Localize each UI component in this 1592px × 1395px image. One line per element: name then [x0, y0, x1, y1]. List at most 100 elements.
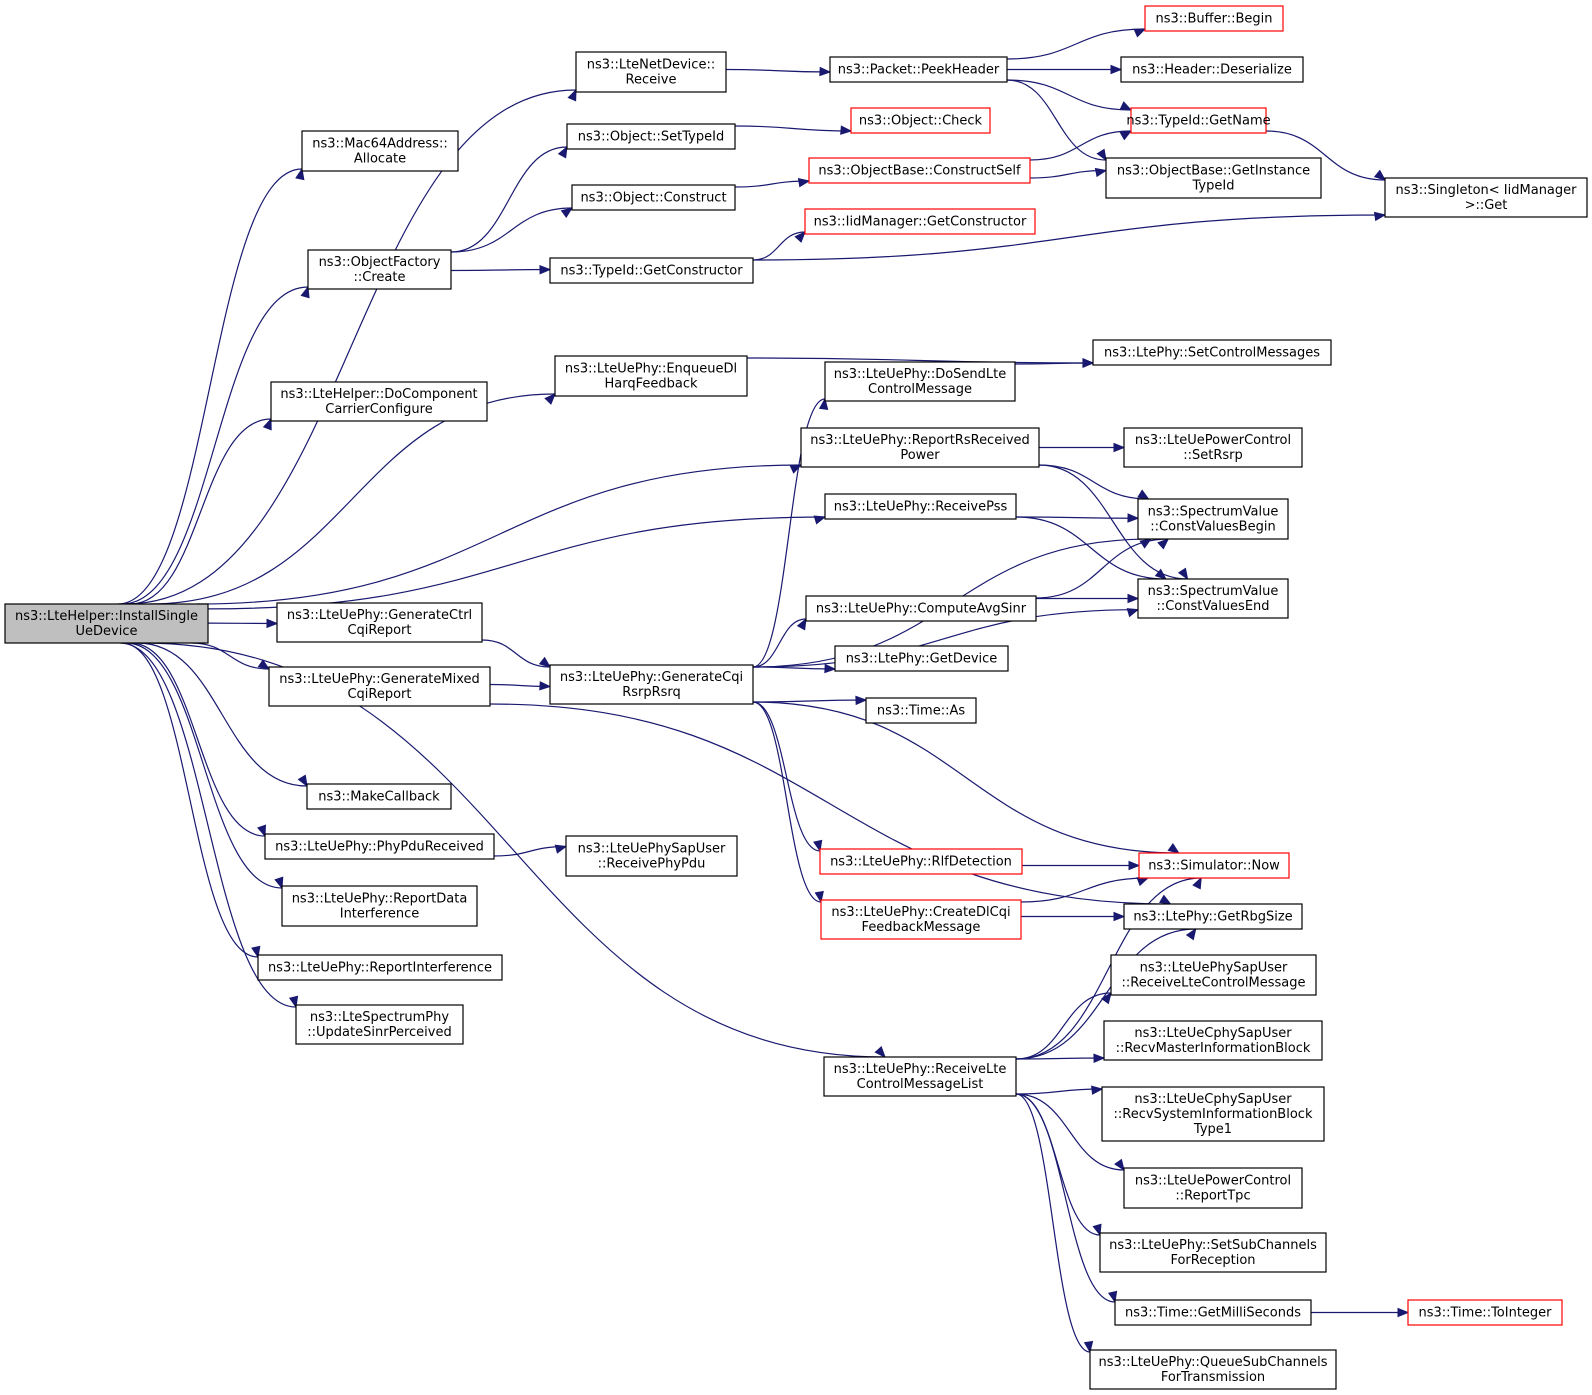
node-recvltectrl[interactable]: ns3::LteUePhySapUser::ReceiveLteControlM… — [1110, 954, 1317, 996]
node-setrsrp[interactable]: ns3::LteUePowerControl::SetRsrp — [1123, 427, 1303, 468]
node-label-line: ns3::LteUePhy::QueueSubChannels — [1098, 1355, 1327, 1370]
node-label-line: ForReception — [1170, 1253, 1255, 1268]
node-label-line: ns3::Object::SetTypeId — [578, 130, 724, 145]
node-box — [270, 381, 488, 422]
node-timeas[interactable]: ns3::Time::As — [865, 697, 977, 724]
node-simnow[interactable]: ns3::Simulator::Now — [1138, 852, 1290, 879]
node-settid[interactable]: ns3::Object::SetTypeId — [566, 123, 736, 150]
node-constructself[interactable]: ns3::ObjectBase::ConstructSelf — [808, 157, 1031, 184]
arrowhead-genmixed-to-gencqi — [539, 681, 552, 691]
node-label-line: Power — [900, 448, 940, 463]
node-box — [301, 130, 459, 172]
node-bufbegin[interactable]: ns3::Buffer::Begin — [1144, 5, 1284, 32]
node-label-line: RsrpRsrq — [622, 685, 681, 700]
node-label-line: ns3::MakeCallback — [318, 790, 440, 805]
node-box — [829, 56, 1008, 83]
node-label-line: ns3::IidManager::GetConstructor — [814, 215, 1027, 230]
node-getdevice[interactable]: ns3::LtePhy::GetDevice — [834, 645, 1009, 672]
edge-ofcreate-to-settid — [450, 146, 568, 253]
edge-root-to-reprsrp — [196, 464, 802, 605]
node-recvpss[interactable]: ns3::LteUePhy::ReceivePss — [824, 493, 1017, 520]
node-tidgetname[interactable]: ns3::TypeId::GetName — [1126, 107, 1271, 134]
node-label-line: ns3::LteUePhySapUser — [1140, 961, 1288, 976]
node-label-line: ns3::LteUePhy::EnqueueDl — [565, 362, 737, 377]
node-box — [1137, 578, 1289, 619]
node-updsinr[interactable]: ns3::LteSpectrumPhy::UpdateSinrPerceived — [295, 1004, 464, 1045]
node-tidgetctor[interactable]: ns3::TypeId::GetConstructor — [549, 257, 754, 284]
node-makecb[interactable]: ns3::MakeCallback — [306, 783, 452, 810]
node-box — [295, 1004, 464, 1045]
arrowhead-root-to-genmixed — [257, 659, 271, 670]
node-repint[interactable]: ns3::LteUePhy::ReportInterference — [257, 954, 503, 981]
node-label-line: ns3::LteUePhy::PhyPduReceived — [275, 840, 484, 855]
edge-recvltelist-to-simnow — [1015, 877, 1202, 1060]
node-box — [306, 783, 452, 810]
node-docc[interactable]: ns3::LteHelper::DoComponentCarrierConfig… — [270, 381, 488, 422]
node-objconstruct[interactable]: ns3::Object::Construct — [571, 184, 736, 211]
node-ofcreate[interactable]: ns3::ObjectFactory::Create — [307, 249, 452, 290]
node-recvltelist[interactable]: ns3::LteUePhy::ReceiveLteControlMessageL… — [823, 1056, 1017, 1097]
node-label-line: ::ConstValuesEnd — [1156, 599, 1269, 614]
node-cvend[interactable]: ns3::SpectrumValue::ConstValuesEnd — [1137, 578, 1289, 619]
node-label-line: ::ConstValuesBegin — [1150, 520, 1275, 535]
node-rlfdet[interactable]: ns3::LteUePhy::RlfDetection — [819, 848, 1023, 875]
node-box — [1130, 107, 1267, 134]
node-reptpc[interactable]: ns3::LteUePowerControl::ReportTpc — [1123, 1167, 1303, 1209]
node-getrbg[interactable]: ns3::LtePhy::GetRbgSize — [1123, 903, 1303, 930]
node-singleton[interactable]: ns3::Singleton< IidManager>::Get — [1384, 177, 1588, 218]
node-label-line: ns3::Object::Check — [859, 114, 983, 129]
node-phyrecvpdu[interactable]: ns3::LteUePhySapUser::ReceivePhyPdu — [565, 835, 738, 877]
node-box — [264, 833, 495, 860]
edge-root-to-genmixed — [190, 642, 270, 670]
arrowhead-dosendlte-to-setctrlmsgs — [1082, 358, 1095, 369]
node-setctrlmsgs[interactable]: ns3::LtePhy::SetControlMessages — [1092, 339, 1332, 366]
node-toint[interactable]: ns3::Time::ToInteger — [1407, 1299, 1563, 1326]
arrowhead-gencqi-to-avgsinr — [796, 617, 807, 631]
edge-root-to-ndrecv — [125, 89, 577, 605]
node-getms[interactable]: ns3::Time::GetMilliSeconds — [1114, 1299, 1312, 1326]
arrowhead-avgsinr-to-cvend — [1127, 593, 1140, 604]
node-createdlcqi[interactable]: ns3::LteUePhy::CreateDlCqiFeedbackMessag… — [820, 899, 1022, 940]
arrowhead-ndrecv-to-peekhdr — [819, 66, 832, 77]
node-box — [824, 493, 1017, 520]
node-box — [1137, 498, 1289, 540]
node-box — [1089, 1349, 1337, 1390]
arrowhead-getms-to-toint — [1397, 1307, 1410, 1318]
node-cvbegin[interactable]: ns3::SpectrumValue::ConstValuesBegin — [1137, 498, 1289, 540]
node-box — [575, 51, 727, 93]
edge-recvpss-to-cvbegin — [1015, 516, 1139, 519]
arrowhead-root-to-updsinr — [288, 995, 299, 1009]
node-ndrecv[interactable]: ns3::LteNetDevice::Receive — [575, 51, 727, 93]
edge-root-to-recvltelist — [141, 642, 885, 1058]
arrowhead-gencqi-to-cvbegin — [1139, 538, 1152, 549]
node-box — [549, 664, 754, 705]
arrowhead-peekhdr-to-bufbegin — [1133, 28, 1147, 38]
node-recvmib[interactable]: ns3::LteUeCphySapUser::RecvMasterInforma… — [1103, 1020, 1323, 1061]
node-box — [1101, 1086, 1325, 1142]
node-label-line: ns3::LteUePhy::ReportRsReceived — [810, 433, 1030, 448]
node-label-line: ns3::LtePhy::GetDevice — [846, 652, 998, 667]
edge-gencqi-to-dosendlte — [752, 398, 826, 668]
node-objcheck[interactable]: ns3::Object::Check — [850, 107, 991, 134]
node-iidgetctor[interactable]: ns3::IidManager::GetConstructor — [804, 208, 1036, 235]
node-recvsib1[interactable]: ns3::LteUeCphySapUser::RecvSystemInforma… — [1101, 1086, 1325, 1142]
node-hdrdeser[interactable]: ns3::Header::Deserialize — [1120, 56, 1304, 83]
node-mac64[interactable]: ns3::Mac64Address::Allocate — [301, 130, 459, 172]
node-queuesub[interactable]: ns3::LteUePhy::QueueSubChannelsForTransm… — [1089, 1349, 1337, 1390]
node-avgsinr[interactable]: ns3::LteUePhy::ComputeAvgSinr — [805, 595, 1037, 622]
node-setsubch[interactable]: ns3::LteUePhy::SetSubChannelsForReceptio… — [1099, 1232, 1327, 1273]
node-label-line: ns3::LtePhy::SetControlMessages — [1104, 346, 1320, 361]
node-phypdu[interactable]: ns3::LteUePhy::PhyPduReceived — [264, 833, 495, 860]
node-peekhdr[interactable]: ns3::Packet::PeekHeader — [829, 56, 1008, 83]
node-box — [820, 899, 1022, 940]
node-label-line: ns3::Singleton< IidManager — [1395, 183, 1577, 198]
